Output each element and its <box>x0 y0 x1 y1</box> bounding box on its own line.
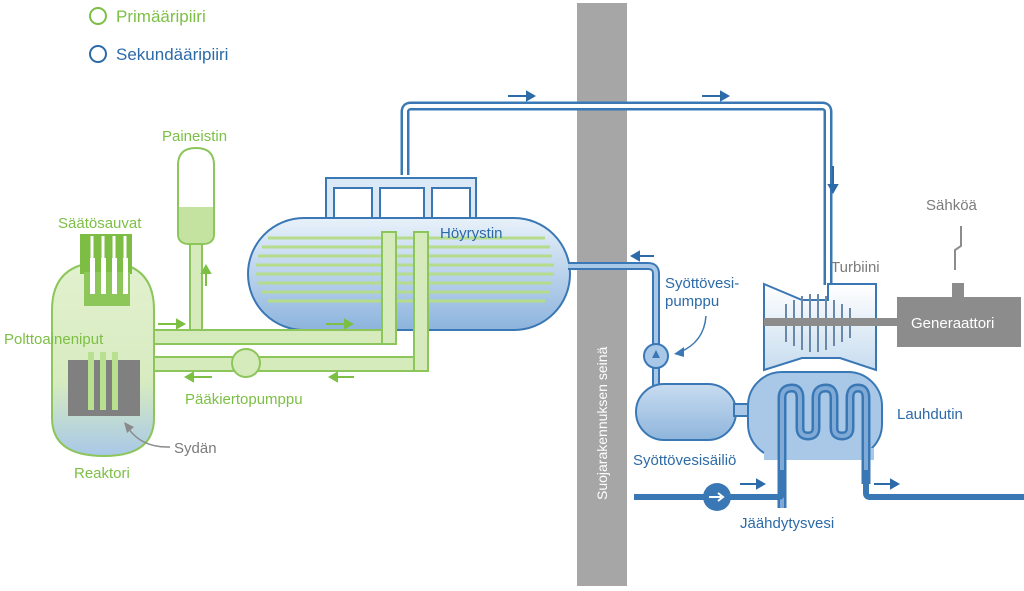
fuel-rods <box>88 352 118 410</box>
legend-secondary-label: Sekundääripiiri <box>116 45 228 64</box>
feedwater-pump-pointer-head <box>674 347 684 357</box>
steam-pipe-inner <box>403 104 830 285</box>
generator <box>897 297 1021 347</box>
steam-header-cell-3 <box>431 187 471 221</box>
feedwater-line-inner <box>568 264 658 388</box>
fuel-rods-label: Polttoaineniput <box>4 331 104 348</box>
condenser-coil-inner <box>780 385 868 508</box>
reactor-label: Reaktori <box>74 465 130 482</box>
secondary-flow-arrows <box>508 90 901 490</box>
main-pump-label: Pääkiertopumppu <box>185 391 303 408</box>
feedwater-tank-label: Syöttövesisäiliö <box>633 452 736 469</box>
electricity-bolt-icon <box>954 226 962 270</box>
cooling-pump-arrow <box>709 492 725 502</box>
generator-terminal <box>952 283 964 299</box>
primary-flow-arrows <box>158 263 355 383</box>
cooling-water-label: Jäähdytysvesi <box>740 515 834 532</box>
turbine-label: Turbiini <box>831 259 880 276</box>
legend-primary-marker <box>89 7 107 25</box>
generator-label: Generaattori <box>911 315 994 332</box>
control-rod-extension <box>90 236 127 258</box>
containment-wall <box>577 3 627 586</box>
feedwater-pump-pointer <box>679 315 707 353</box>
electricity-label: Sähköä <box>926 197 978 214</box>
cooling-water-inlet <box>634 470 785 500</box>
steam-generator-tubes <box>256 236 554 303</box>
turbine <box>763 282 877 372</box>
main-pump <box>231 348 261 378</box>
condenser-label: Lauhdutin <box>897 406 963 423</box>
legend-primary-label: Primääripiiri <box>116 7 206 26</box>
pressurizer-water <box>179 207 213 243</box>
core-pointer <box>127 427 171 448</box>
steam-generator-label: Höyrystin <box>440 225 503 242</box>
control-rods <box>90 258 128 294</box>
pressurizer-label: Paineistin <box>162 128 227 145</box>
steam-header-cell-1 <box>333 187 373 221</box>
feedwater-pump-arrow <box>652 350 660 358</box>
control-rods-label: Säätösauvat <box>58 215 142 232</box>
legend-secondary-marker <box>89 45 107 63</box>
core-label: Sydän <box>174 440 217 457</box>
feedwater-pump-label-1: Syöttövesi- <box>665 275 739 292</box>
wall-label: Suojarakennuksen seinä <box>594 346 610 500</box>
condenser-base <box>764 448 874 460</box>
steam-header-cell-2 <box>379 187 425 221</box>
feedwater-pump-label-2: pumppu <box>665 293 719 310</box>
feedwater-tank <box>635 383 737 441</box>
turbine-shaft <box>764 318 898 326</box>
core-pointer-head <box>124 422 134 433</box>
cooling-water-outlet <box>863 470 1024 500</box>
